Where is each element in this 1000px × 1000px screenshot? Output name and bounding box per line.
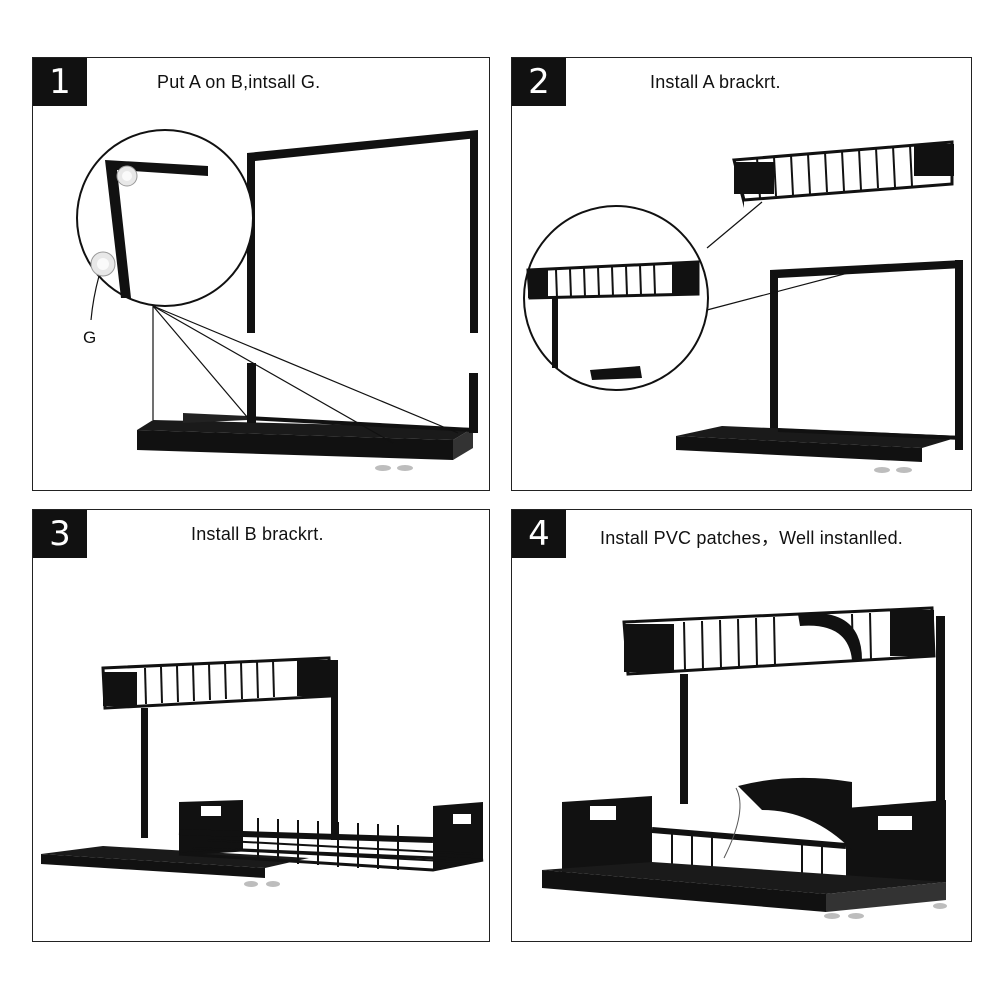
step-3-illustration	[41, 656, 484, 887]
callout-label-g: G	[83, 328, 97, 347]
step-1-caption: Put A on B,intsall G.	[157, 72, 321, 92]
step-2-number: 2	[512, 58, 566, 106]
step-3-panel: 3 Install B brackrt.	[32, 509, 490, 942]
step-1-illustration	[76, 129, 478, 471]
step-2-panel: 2 Install A brackrt.	[511, 57, 972, 491]
step-1-number: 1	[33, 58, 87, 106]
step-3-caption: Install B brackrt.	[191, 524, 324, 544]
step-4-illustration	[542, 606, 947, 919]
step-4-number: 4	[512, 510, 566, 558]
step-4-panel: 4 Install PVC patches，Well instanlled.	[511, 509, 972, 942]
step-2-illustration	[523, 140, 963, 473]
step-2-caption: Install A brackrt.	[650, 72, 781, 92]
step-1-panel: 1 Put A on B,intsall G. G	[32, 57, 490, 491]
step-3-number: 3	[33, 510, 87, 558]
step-4-caption: Install PVC patches，Well instanlled.	[600, 528, 904, 548]
